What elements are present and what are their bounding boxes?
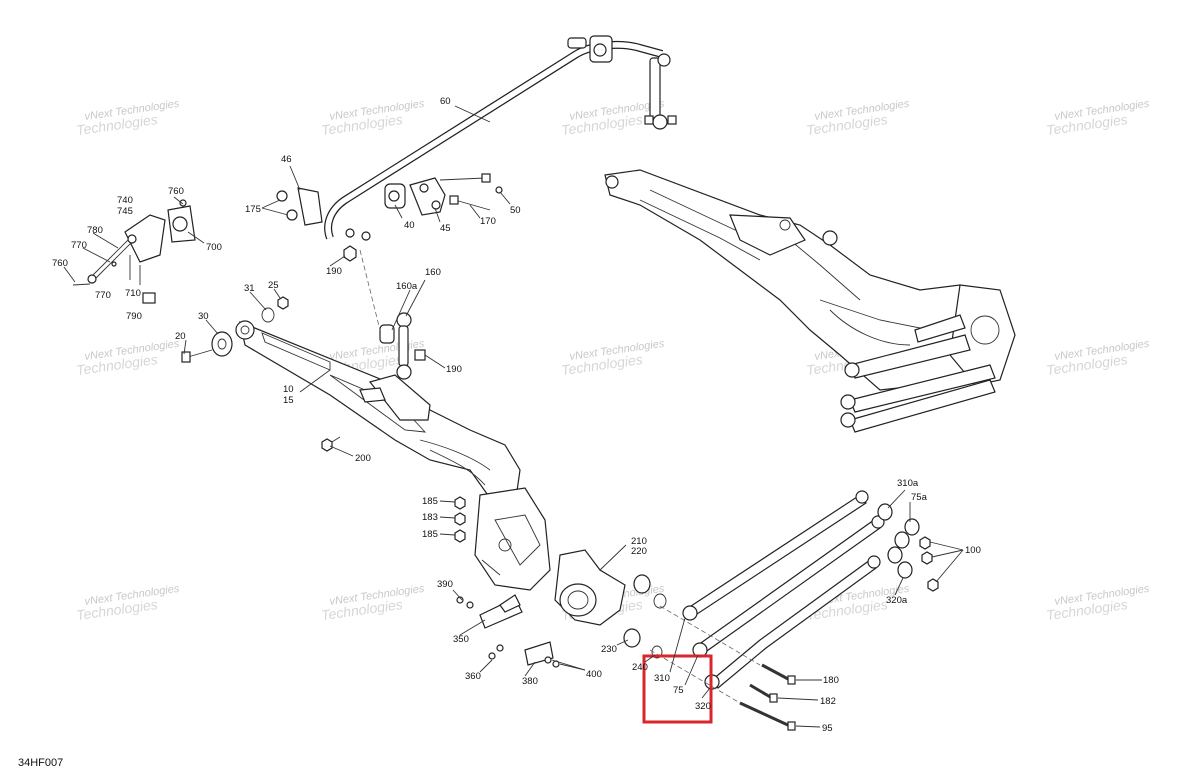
link-bracket [276,187,371,262]
diagram-code: 34HF007 [18,757,63,769]
callout-210: 210 [631,536,647,547]
callout-160a: 160a [396,281,418,292]
brake-line-bracket [456,594,560,668]
callout-40: 40 [404,220,415,231]
control-links [682,490,939,690]
callout-170: 170 [480,216,496,227]
callout-95: 95 [822,723,833,734]
callout-710: 710 [125,288,141,299]
callout-30: 30 [198,311,209,322]
callout-10: 10 [283,384,294,395]
watermark: vNext Technologies Technologies [320,98,425,139]
callout-45: 45 [440,223,451,234]
callout-75: 75 [673,685,684,696]
sway-bar-bushing-bracket [384,173,503,216]
watermark: vNext Technologies Technologies [805,98,910,139]
long-bolts [649,605,796,731]
callout-230: 230 [601,644,617,655]
callout-220: 220 [631,546,647,557]
watermark: vNext Technologies Technologies [320,583,425,624]
callout-20: 20 [175,331,186,342]
callout-31: 31 [244,283,255,294]
callout-320: 320 [695,701,711,712]
callout-100: 100 [965,545,981,556]
highlight-box [642,654,713,724]
callout-770: 770 [71,240,87,251]
callout-745: 745 [117,206,133,217]
sway-bar-end-link [359,249,426,380]
callout-labels: 60 46 175 40 45 170 50 190 740 745 760 7… [52,96,981,734]
leader-lines [63,105,964,728]
callout-320a: 320a [886,595,908,606]
watermark: vNext Technologies Technologies [1045,338,1150,379]
height-sensor-assembly [72,199,196,304]
callout-760: 760 [168,186,184,197]
callout-760: 760 [52,258,68,269]
callout-310: 310 [654,673,670,684]
callout-25: 25 [268,280,279,291]
callout-183: 183 [422,512,438,523]
callout-160: 160 [425,267,441,278]
callout-700: 700 [206,242,222,253]
watermark: vNext Technologies Technologies [1045,98,1150,139]
callout-200: 200 [355,453,371,464]
callout-390: 390 [437,579,453,590]
watermark: vNext Technologies Technologies [560,338,665,379]
watermark: vNext Technologies Technologies [75,583,180,624]
callout-190: 190 [446,364,462,375]
callout-185: 185 [422,529,438,540]
callout-380: 380 [522,676,538,687]
sway-bar [324,35,677,240]
watermark: vNext Technologies Technologies [75,98,180,139]
callout-350: 350 [453,634,469,645]
callout-740: 740 [117,195,133,206]
callout-46: 46 [281,154,292,165]
callout-50: 50 [510,205,521,216]
callout-185: 185 [422,496,438,507]
callout-180: 180 [823,675,839,686]
callout-182: 182 [820,696,836,707]
callout-780: 780 [87,225,103,236]
watermark: vNext Technologies Technologies [75,338,180,379]
callout-770: 770 [95,290,111,301]
callout-310a: 310a [897,478,919,489]
trailing-arm-right-assembled [604,169,1016,433]
callout-360: 360 [465,671,481,682]
callout-15: 15 [283,395,294,406]
callout-75a: 75a [911,492,928,503]
callout-240: 240 [632,662,648,673]
callout-790: 790 [126,311,142,322]
callout-60: 60 [440,96,451,107]
trailing-arm-hardware [181,296,466,543]
watermark: vNext Technologies Technologies [1045,583,1150,624]
callout-400: 400 [586,669,602,680]
callout-190: 190 [326,266,342,277]
knuckle [554,549,667,659]
callout-175: 175 [245,204,261,215]
